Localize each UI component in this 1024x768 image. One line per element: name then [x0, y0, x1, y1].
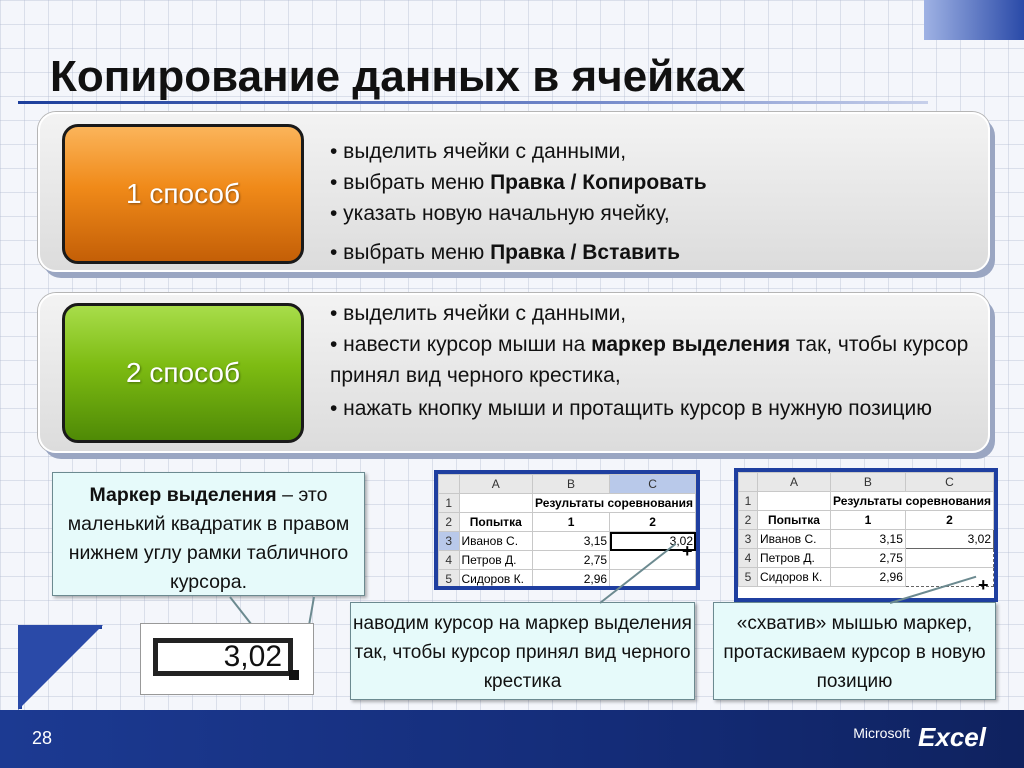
table-row: 5 Сидоров К. 2,96	[738, 567, 994, 587]
table-cell[interactable]: 2,75	[531, 550, 611, 570]
row-header: 1	[438, 493, 460, 513]
list-item: • выбрать меню Правка / Вставить	[330, 241, 681, 264]
table-header-row: A B C	[438, 474, 696, 494]
zoomed-cell-preview: 2 3,02	[140, 623, 314, 695]
table-cell[interactable]	[609, 569, 696, 586]
spreadsheet-hover: A B C 1 Результаты соревнования 2 Попытк…	[434, 470, 700, 590]
footer-bar: 28 Microsoft Excel	[0, 710, 1024, 768]
table-cell[interactable]: 2,96	[531, 569, 611, 586]
table-cell[interactable]: 3,15	[829, 529, 906, 549]
list-item: • нажать кнопку мыши и протащить курсор …	[330, 397, 932, 420]
method-2-steps: • выделить ячейки с данными, • навести к…	[330, 298, 970, 427]
row-header: 4	[738, 548, 758, 568]
table-cell[interactable]: Иванов С.	[458, 531, 533, 551]
title-underline	[18, 101, 928, 104]
spreadsheet-drag: A B C 1 Результаты соревнования 2 Попытк…	[734, 468, 998, 602]
method-1-label: 1 способ	[62, 124, 304, 264]
table-cell[interactable]: 1	[531, 512, 611, 532]
column-header: C	[904, 472, 994, 492]
method-1-panel: 1 способ • выделить ячейки с данными, • …	[38, 112, 990, 272]
table-cell[interactable]: 3,15	[531, 531, 611, 551]
row-header: 3	[438, 531, 460, 551]
crosshair-cursor-icon: +	[978, 575, 989, 595]
table-cell[interactable]: Иванов С.	[756, 529, 831, 549]
row-header: 2	[738, 510, 758, 530]
list-item: • выделить ячейки с данными,	[330, 302, 627, 325]
marker-term: Маркер выделения	[89, 484, 277, 506]
marker-definition-note: Маркер выделения – это маленький квадрат…	[52, 472, 365, 596]
table-row: 5 Сидоров К. 2,96	[438, 569, 696, 586]
table-header-row: A B C	[738, 472, 994, 492]
method-2-panel: 2 способ • выделить ячейки с данными, • …	[38, 293, 990, 453]
column-header: B	[531, 474, 611, 494]
table-cell[interactable]: Петров Д.	[458, 550, 533, 570]
brand-excel: Excel	[918, 722, 986, 752]
list-item: • выбрать меню Правка / Копировать	[330, 171, 707, 194]
method-1-steps: • выделить ячейки с данными, • выбрать м…	[330, 136, 970, 268]
table-cell[interactable]: 2,96	[829, 567, 906, 587]
table-cell[interactable]: 1	[829, 510, 906, 530]
row-header: 5	[438, 569, 460, 586]
list-item: • указать новую начальную ячейку,	[330, 202, 670, 225]
table-row: 2 Попытка 1 2	[738, 510, 994, 530]
table-cell[interactable]: Сидоров К.	[458, 569, 533, 586]
table-cell[interactable]: Результаты соревнования	[829, 491, 994, 511]
table-row: 4 Петров Д. 2,75	[738, 548, 994, 568]
column-header: A	[756, 472, 831, 492]
table-cell[interactable]	[458, 493, 533, 513]
table-cell[interactable]: Сидоров К.	[756, 567, 831, 587]
page-title: Копирование данных в ячейках	[50, 52, 746, 101]
corner-cell	[738, 472, 758, 492]
table-cell[interactable]: 2	[904, 510, 994, 530]
table-cell[interactable]: Попытка	[458, 512, 533, 532]
table-row: 4 Петров Д. 2,75	[438, 550, 696, 570]
selected-cell[interactable]: 3,02	[904, 529, 994, 549]
brand-logo: Microsoft Excel	[853, 722, 986, 753]
table-cell[interactable]: 2	[609, 512, 696, 532]
table-row: 2 Попытка 1 2	[438, 512, 696, 532]
fill-handle-icon	[289, 670, 299, 680]
row-header: 5	[738, 567, 758, 587]
column-header: C	[609, 474, 696, 494]
zoomed-cell-value: 3,02	[153, 638, 293, 676]
brand-microsoft: Microsoft	[853, 725, 911, 741]
drag-instruction-note: «схватив» мышью маркер, протаскиваем кур…	[713, 602, 996, 700]
row-header: 3	[738, 529, 758, 549]
drag-target-cell[interactable]	[904, 567, 994, 587]
row-header: 1	[738, 491, 758, 511]
table-row: 1 Результаты соревнования	[738, 491, 994, 511]
corner-decoration	[924, 0, 1024, 40]
table-cell[interactable]: Попытка	[756, 510, 831, 530]
method-2-label: 2 способ	[62, 303, 304, 443]
row-header: 2	[438, 512, 460, 532]
table-cell[interactable]: Петров Д.	[756, 548, 831, 568]
column-header: B	[829, 472, 906, 492]
table-cell[interactable]: Результаты соревнования	[531, 493, 696, 513]
page-number: 28	[32, 728, 53, 748]
table-row: 1 Результаты соревнования	[438, 493, 696, 513]
table-row: 3 Иванов С. 3,15 3,02	[738, 529, 994, 549]
list-item: • навести курсор мыши на маркер выделени…	[330, 333, 969, 387]
table-row: 3 Иванов С. 3,15 3,02	[438, 531, 696, 551]
crosshair-cursor-icon: +	[682, 541, 693, 561]
corner-triangle-decoration	[18, 625, 103, 710]
corner-cell	[438, 474, 460, 494]
marker-description: – это маленький квадратик в правом нижне…	[67, 484, 350, 593]
hover-instruction-note: наводим курсор на маркер выделения так, …	[350, 602, 695, 700]
table-cell[interactable]: 2,75	[829, 548, 906, 568]
column-header: A	[458, 474, 533, 494]
list-item: • выделить ячейки с данными,	[330, 140, 627, 163]
row-header: 4	[438, 550, 460, 570]
drag-target-cell[interactable]	[904, 548, 994, 568]
table-cell[interactable]	[756, 491, 831, 511]
